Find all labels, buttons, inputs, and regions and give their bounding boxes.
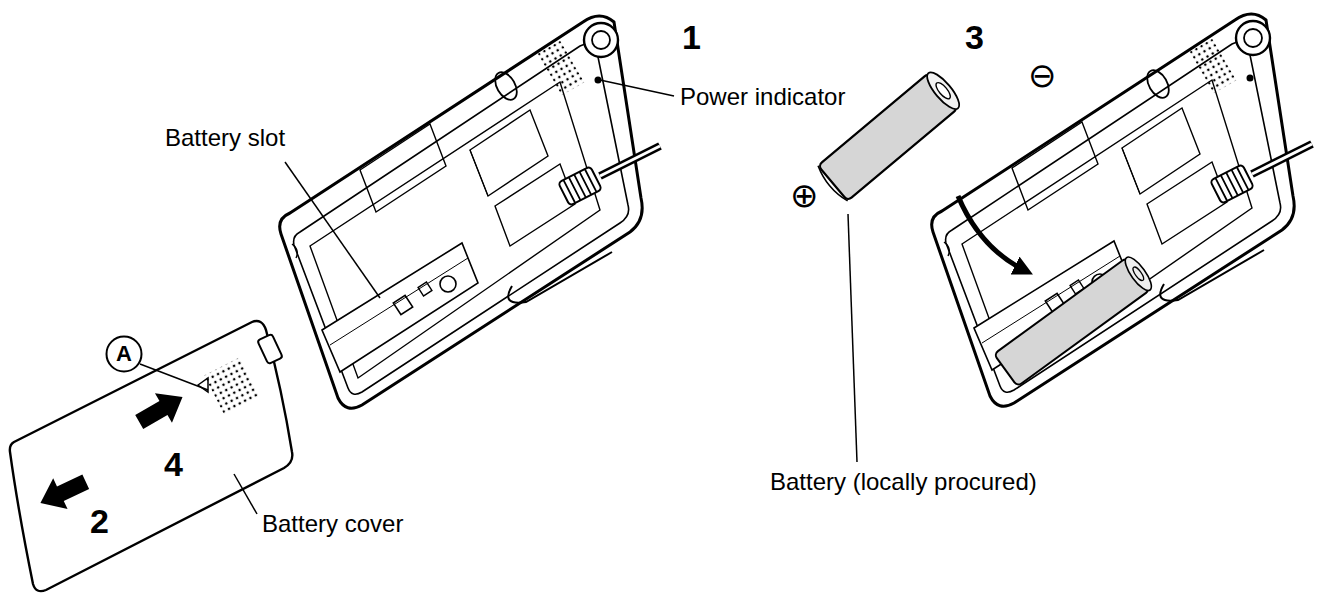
callout-number: 2 — [90, 504, 109, 538]
polarity-symbol: ⊖ — [1028, 58, 1057, 92]
remove-arrow — [33, 466, 93, 518]
polarity-symbol: ⊕ — [790, 178, 819, 212]
part-label: Power indicator — [680, 85, 845, 109]
callout-number: 1 — [682, 20, 701, 54]
callout-number: 4 — [164, 447, 183, 481]
device-open — [280, 16, 660, 408]
battery-cover — [10, 321, 293, 591]
leader-lines — [140, 80, 857, 514]
device-with-battery — [932, 14, 1312, 406]
installed-battery — [994, 254, 1156, 387]
attach-arrow — [131, 382, 191, 436]
part-label: Battery slot — [165, 126, 285, 150]
part-label: Battery cover — [262, 512, 403, 536]
callout-circle: A — [105, 335, 143, 373]
callout-letter: A — [105, 335, 143, 373]
callout-number: 3 — [965, 20, 984, 54]
insert-arrow — [958, 196, 1024, 270]
part-label: Battery (locally procured) — [770, 470, 1037, 494]
